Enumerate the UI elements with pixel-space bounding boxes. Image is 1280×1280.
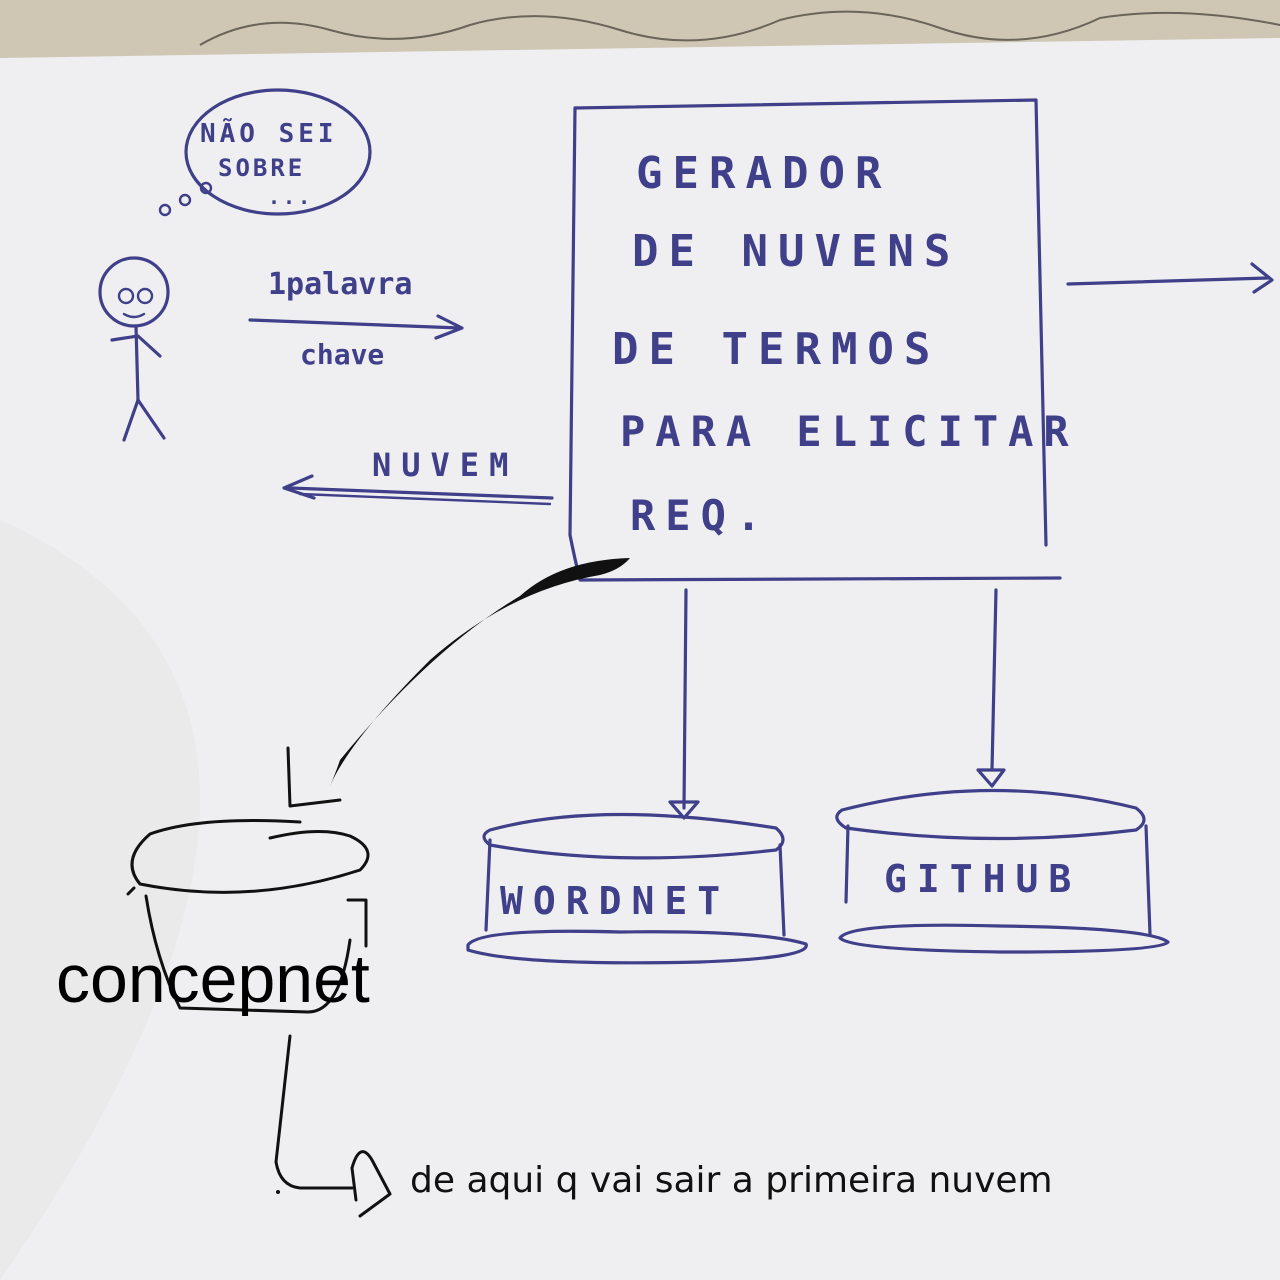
cloud-return-arrow: NUVEM xyxy=(282,446,554,506)
wordnet-database: WORDNET xyxy=(466,812,808,965)
thought-line-1: NÃO SEI xyxy=(200,117,338,149)
keyword-arrow-top-label: 1palavra xyxy=(268,267,413,302)
github-connector xyxy=(976,588,1006,788)
keyword-arrow-bottom-label: chave xyxy=(300,338,384,371)
thought-line-3: ... xyxy=(268,185,313,209)
generator-line-1: GERADOR xyxy=(636,148,891,199)
generator-line-4: PARA ELICITAR xyxy=(620,407,1079,456)
github-label: GITHUB xyxy=(884,857,1081,901)
stick-figure-user xyxy=(98,256,170,442)
paper-sheet xyxy=(0,38,1280,1280)
generator-line-5: REQ. xyxy=(630,491,771,540)
conceptnet-database: concepnet xyxy=(56,558,630,1017)
thought-bubble: NÃO SEI SOBRE ... xyxy=(158,88,372,217)
annotation-arrow xyxy=(274,1034,392,1218)
thought-line-2: SOBRE xyxy=(218,154,305,182)
fabric-pattern xyxy=(199,10,1280,46)
annotation-note: de aqui q vai sair a primeira nuvem xyxy=(410,1160,1053,1201)
generator-line-3: DE TERMOS xyxy=(612,324,940,375)
conceptnet-label: concepnet xyxy=(56,941,370,1017)
wordnet-connector xyxy=(668,588,700,820)
keyword-arrow: 1palavra chave xyxy=(248,267,464,371)
output-arrow xyxy=(1066,262,1274,294)
github-database: GITHUB xyxy=(835,788,1170,954)
cloud-return-label: NUVEM xyxy=(372,446,518,484)
wordnet-label: WORDNET xyxy=(500,879,730,923)
generator-box: GERADOR DE NUVENS DE TERMOS PARA ELICITA… xyxy=(568,98,1079,582)
generator-line-2: DE NUVENS xyxy=(632,226,960,277)
paper-shadow xyxy=(0,520,200,1280)
